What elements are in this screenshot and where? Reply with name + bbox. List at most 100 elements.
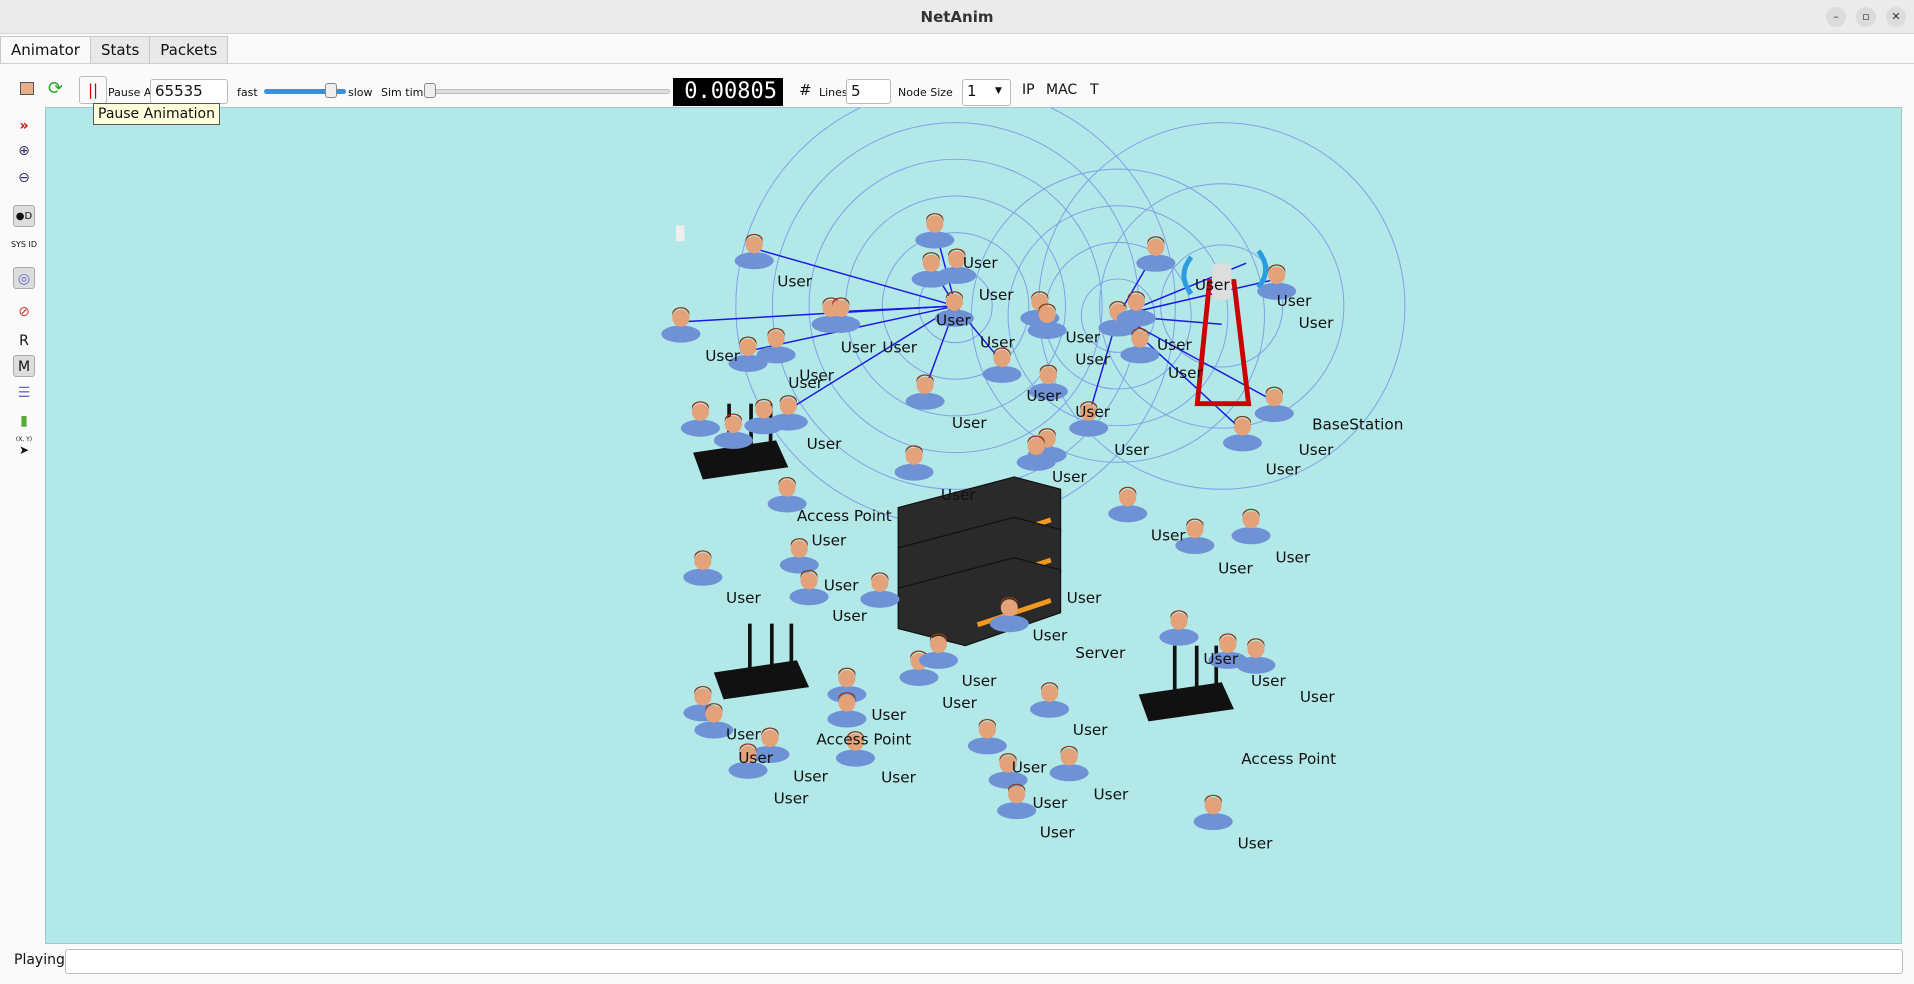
user-node-icon[interactable] — [1136, 236, 1176, 272]
maximize-button[interactable]: ▫ — [1856, 7, 1876, 27]
user-node-icon[interactable] — [1120, 327, 1160, 364]
user-node-icon[interactable] — [756, 327, 796, 364]
user-node-icon[interactable] — [680, 401, 720, 437]
user-node-icon[interactable] — [1254, 386, 1294, 423]
lines-icon[interactable]: ☰ — [17, 385, 31, 401]
reload-icon[interactable]: ⟳ — [48, 78, 64, 99]
access-point-label: Access Point — [797, 507, 892, 525]
user-node-icon[interactable] — [982, 347, 1022, 383]
user-node-icon[interactable] — [789, 569, 829, 606]
user-node-icon[interactable] — [728, 336, 768, 372]
user-node-icon[interactable] — [989, 596, 1029, 633]
user-label: User — [1094, 786, 1129, 804]
user-node-icon[interactable] — [1108, 486, 1148, 523]
pause-button[interactable]: || — [79, 76, 107, 104]
user-node-icon[interactable] — [683, 550, 723, 586]
user-node-icon[interactable] — [1193, 794, 1233, 831]
pause-at-input[interactable]: 65535 — [150, 79, 228, 104]
mac-button[interactable]: MAC — [1046, 82, 1078, 98]
sys-id-icon[interactable]: SYS ID — [10, 240, 38, 249]
user-node-icon[interactable] — [661, 307, 701, 343]
user-label: User — [1299, 314, 1334, 332]
user-node-icon[interactable] — [728, 743, 768, 779]
user-node-icon[interactable] — [1257, 264, 1297, 300]
chevron-down-icon: ▼ — [995, 86, 1002, 96]
packet-link — [1117, 278, 1277, 317]
user-node-icon[interactable] — [1049, 745, 1089, 782]
ip-button[interactable]: IP — [1022, 82, 1035, 98]
user-node-icon[interactable] — [934, 291, 974, 327]
user-node-icon[interactable] — [779, 538, 819, 574]
user-node-icon[interactable] — [967, 718, 1007, 755]
m-button[interactable]: M — [13, 355, 35, 377]
user-node-icon[interactable] — [894, 445, 934, 481]
user-node-icon[interactable] — [1208, 633, 1248, 669]
user-node-icon[interactable] — [937, 248, 977, 284]
speed-slider[interactable] — [264, 89, 346, 94]
user-node-icon[interactable] — [1016, 435, 1056, 471]
sim-time-slider[interactable] — [428, 89, 670, 94]
user-node-icon[interactable] — [860, 572, 900, 608]
user-node-icon[interactable] — [713, 413, 753, 449]
minimize-button[interactable]: – — [1826, 7, 1846, 27]
node-id-toggle-icon[interactable]: ●D — [13, 205, 35, 227]
user-node-icon[interactable] — [827, 692, 867, 728]
user-node-icon[interactable] — [1028, 364, 1068, 401]
node-size-select[interactable]: 1 — [962, 79, 1011, 106]
node-size-label: Node Size — [898, 86, 953, 99]
user-label: User — [807, 435, 842, 453]
user-node-icon[interactable] — [1116, 291, 1156, 327]
user-node-icon[interactable] — [821, 297, 861, 333]
t-button[interactable]: T — [1090, 82, 1099, 98]
lines-spinbox[interactable]: 5 — [846, 79, 891, 104]
user-node-icon[interactable] — [750, 727, 790, 763]
user-node-icon[interactable] — [1030, 682, 1070, 718]
sim-time-handle[interactable] — [424, 83, 436, 98]
user-label: User — [812, 531, 847, 549]
wireless-circles-icon[interactable]: ◎ — [13, 267, 35, 289]
user-node-icon[interactable] — [905, 374, 945, 410]
user-node-icon[interactable] — [1069, 401, 1109, 437]
user-node-icon[interactable] — [694, 703, 734, 739]
zoom-in-icon[interactable]: ⊕ — [18, 143, 30, 159]
user-node-icon[interactable] — [734, 233, 774, 270]
user-node-icon[interactable] — [918, 633, 959, 669]
user-label: User — [1168, 364, 1203, 382]
user-node-icon[interactable] — [915, 213, 955, 249]
user-node-icon[interactable] — [1027, 303, 1067, 339]
user-label: User — [941, 486, 976, 504]
no-packets-icon[interactable]: ⊘ — [18, 304, 30, 320]
lines-label: Lines — [819, 86, 848, 99]
user-label: User — [936, 311, 971, 329]
battery-icon[interactable]: ▮ — [20, 413, 28, 429]
user-node-icon[interactable] — [1231, 508, 1271, 545]
wireless-range-circles — [735, 85, 1406, 527]
zoom-out-icon[interactable]: ⊖ — [18, 170, 30, 186]
user-label: User — [705, 347, 740, 365]
range-circle — [808, 158, 1103, 454]
speed-slider-handle[interactable] — [325, 83, 337, 98]
user-node-icon[interactable] — [997, 783, 1037, 820]
user-label: User — [1277, 292, 1312, 310]
r-button[interactable]: R — [19, 333, 29, 349]
user-node-icon[interactable] — [1222, 415, 1263, 452]
user-node-icon[interactable] — [835, 731, 875, 767]
tab-packets[interactable]: Packets — [149, 36, 229, 63]
user-node-icon[interactable] — [1175, 518, 1215, 554]
sim-time-display: 0.00805 — [673, 78, 783, 106]
user-node-icon[interactable] — [767, 477, 807, 513]
user-node-icon[interactable] — [768, 395, 808, 431]
cursor-xy-icon[interactable]: (X, Y)➤ — [15, 436, 33, 457]
user-node-icon[interactable] — [1159, 610, 1199, 646]
toolbar: ⟳ || Pause At 65535 fast slow Sim time 0… — [0, 63, 1914, 107]
server-rack — [897, 476, 1062, 647]
tab-stats[interactable]: Stats — [89, 36, 151, 63]
fast-forward-icon[interactable]: » — [19, 118, 29, 134]
user-node-icon[interactable] — [1236, 638, 1276, 674]
tab-animator[interactable]: Animator — [0, 36, 91, 63]
grid-icon[interactable]: # — [799, 81, 812, 99]
close-button[interactable]: ✕ — [1886, 7, 1906, 27]
tooltip: Pause Animation — [93, 103, 220, 125]
open-file-icon[interactable] — [20, 82, 34, 95]
